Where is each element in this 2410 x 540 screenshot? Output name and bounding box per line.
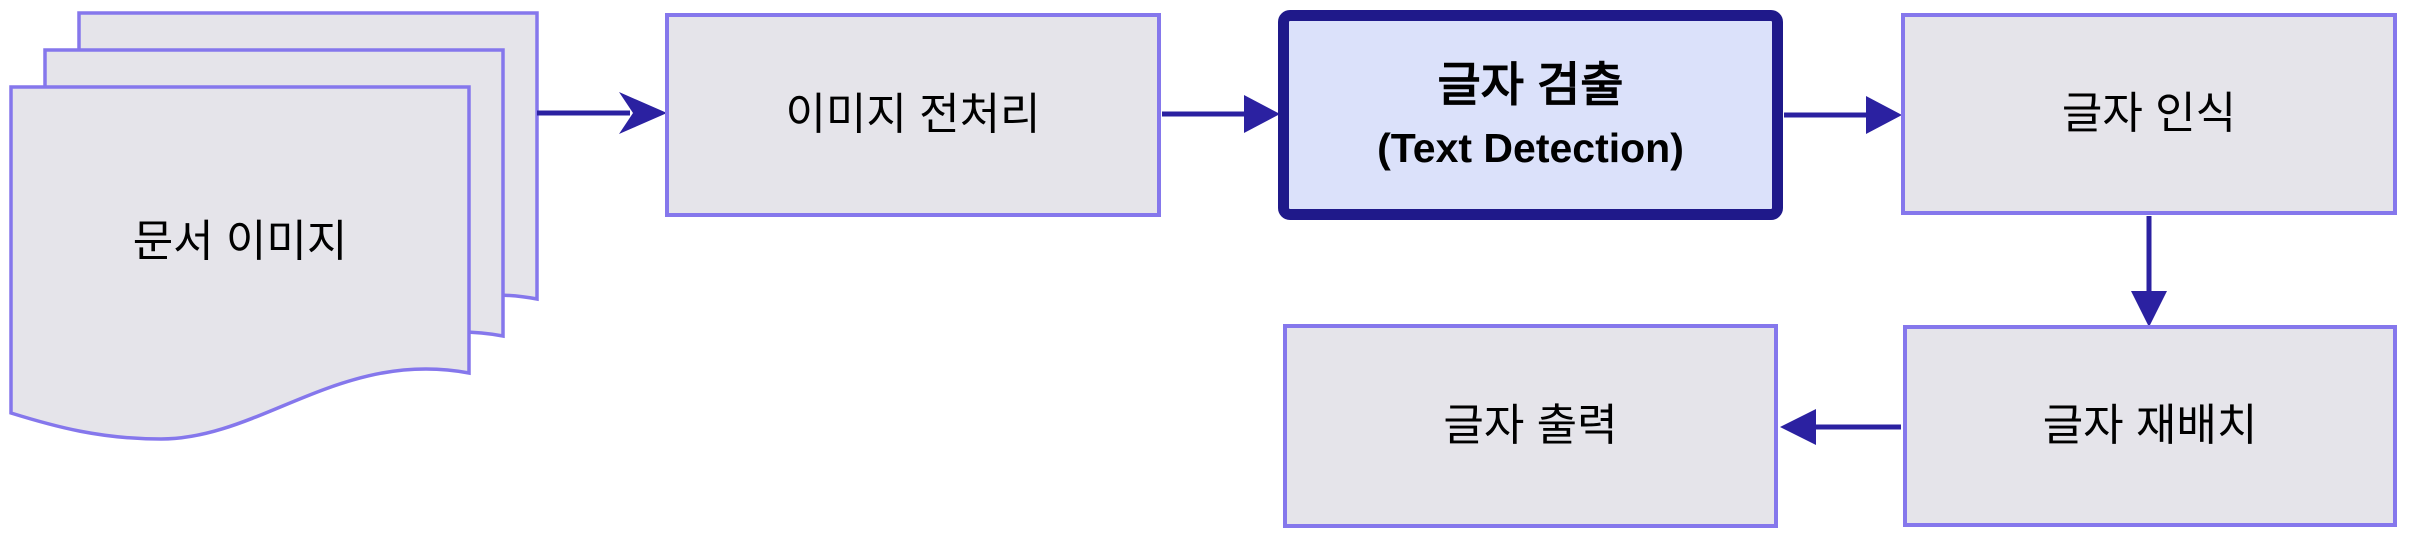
document-shape-front [9, 85, 471, 441]
node-detection-sublabel: (Text Detection) [1377, 124, 1684, 171]
node-detection-highlighted: 글자 검출 (Text Detection) [1278, 10, 1783, 220]
arrow-detection-to-recognition [1784, 96, 1902, 134]
node-recognition: 글자 인식 [1901, 13, 2397, 215]
arrow-preprocess-to-detection [1162, 95, 1280, 133]
node-preprocess: 이미지 전처리 [665, 13, 1161, 217]
arrow-recognition-to-reorder [2131, 216, 2167, 327]
node-preprocess-label: 이미지 전처리 [785, 89, 1041, 139]
node-recognition-label: 글자 인식 [2061, 88, 2237, 138]
node-reorder-label: 글자 재배치 [2042, 400, 2258, 450]
arrow-documents-to-preprocess [537, 92, 667, 134]
node-documents-label: 문서 이미지 [132, 217, 348, 266]
node-detection-label: 글자 검출 [1437, 58, 1624, 112]
document-stack-shape [9, 11, 539, 441]
node-output: 글자 출력 [1283, 324, 1778, 528]
node-reorder: 글자 재배치 [1903, 325, 2397, 527]
arrow-reorder-to-output [1780, 409, 1901, 445]
node-output-label: 글자 출력 [1443, 400, 1618, 450]
